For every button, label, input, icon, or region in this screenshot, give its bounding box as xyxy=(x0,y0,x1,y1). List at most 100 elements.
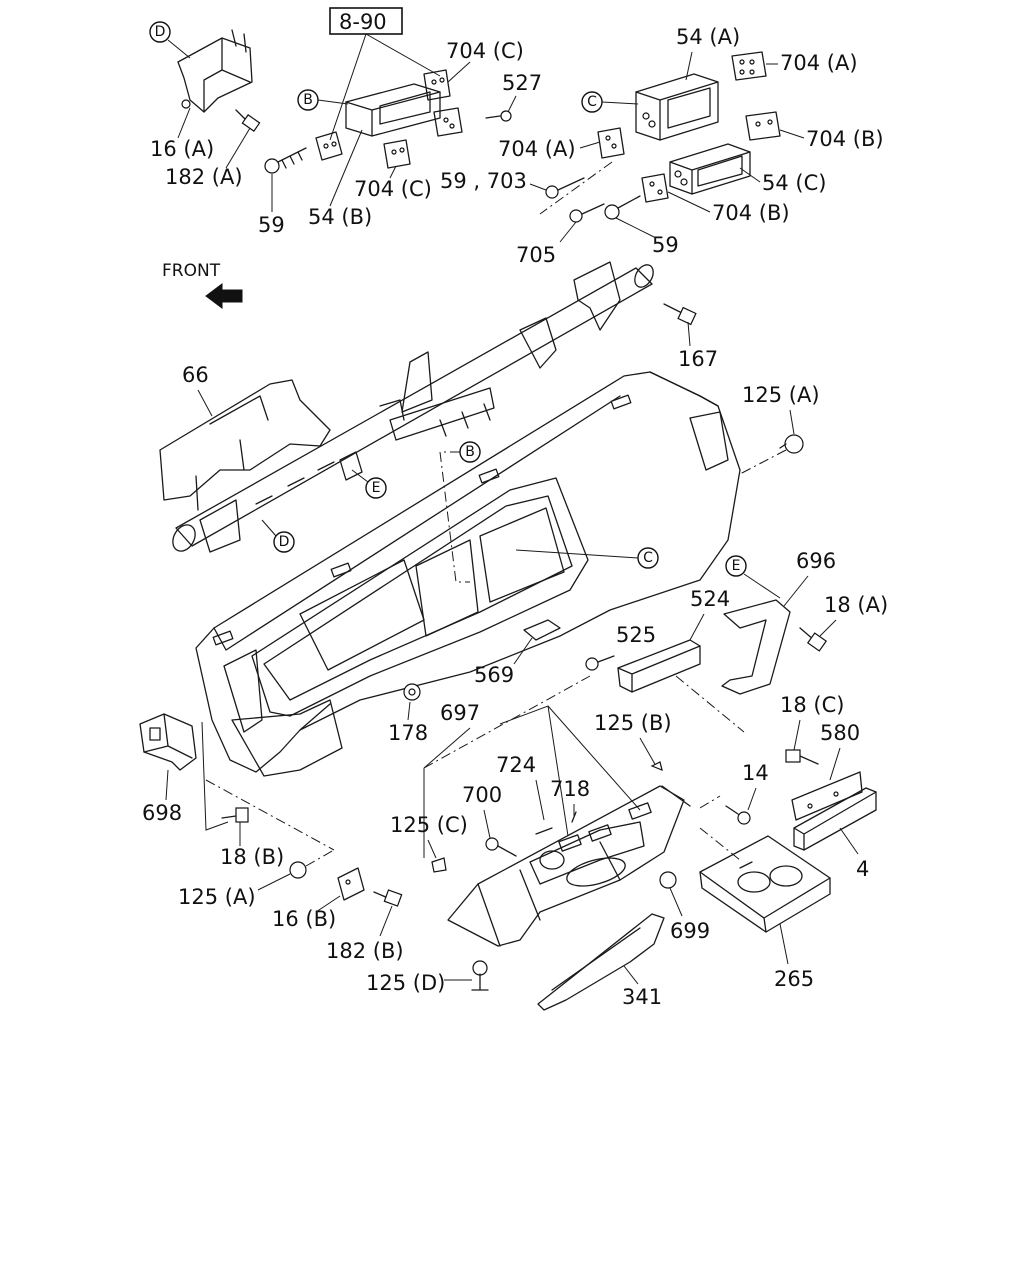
bolt-18c-drawing xyxy=(785,749,819,765)
cross-beam-66-drawing xyxy=(159,261,654,553)
glovebox-lid-341-drawing xyxy=(537,913,665,1011)
bracket-698-drawing xyxy=(139,713,197,771)
label-125d: 125 (D) xyxy=(366,971,445,995)
label-698: 698 xyxy=(142,801,182,825)
bracket-527-drawing xyxy=(433,107,463,137)
bracket-16a-drawing xyxy=(177,29,253,113)
label-16a: 16 (A) xyxy=(150,137,214,161)
label-182a: 182 (A) xyxy=(165,165,243,189)
screw-705-drawing xyxy=(569,203,605,223)
label-18a: 18 (A) xyxy=(824,593,888,617)
screw-525-drawing xyxy=(585,655,615,671)
label-182b: 182 (B) xyxy=(326,939,404,963)
label-524: 524 xyxy=(690,587,730,611)
marker-d-top xyxy=(149,21,171,43)
label-54b: 54 (B) xyxy=(308,205,372,229)
label-700: 700 xyxy=(462,783,502,807)
label-125b: 125 (B) xyxy=(594,711,672,735)
bracket-704c-left-drawing xyxy=(315,131,343,161)
marker-e-left xyxy=(365,477,387,499)
marker-b-panel-label: B xyxy=(465,444,475,460)
label-341: 341 xyxy=(622,985,662,1009)
label-54c: 54 (C) xyxy=(762,171,826,195)
clip-125c-drawing xyxy=(431,857,447,873)
bracket-704c-upper-drawing xyxy=(423,69,451,101)
marker-d-beam xyxy=(273,531,295,553)
bracket-696-drawing xyxy=(721,599,791,695)
label-125a-bottom: 125 (A) xyxy=(178,885,256,909)
screw-14-drawing xyxy=(725,805,751,825)
marker-c-panel-label: C xyxy=(643,550,653,566)
label-14: 14 xyxy=(742,761,769,785)
clip-125a-bottom-drawing xyxy=(289,861,307,879)
label-704c-upper: 704 (C) xyxy=(446,39,524,63)
lid-4-drawing xyxy=(793,787,877,851)
box-54c-drawing xyxy=(669,143,751,195)
reference-label: 8-90 xyxy=(339,10,387,34)
bracket-16b-drawing xyxy=(337,867,365,901)
marker-d-beam-label: D xyxy=(279,534,290,550)
front-label: FRONT xyxy=(162,261,221,281)
label-580: 580 xyxy=(820,721,860,745)
label-59-703: 59 , 703 xyxy=(440,169,527,193)
screw-59-703-drawing xyxy=(545,177,585,199)
bracket-580-drawing xyxy=(791,771,863,821)
label-699: 699 xyxy=(670,919,710,943)
box-54a-drawing xyxy=(635,73,719,141)
marker-e-right xyxy=(725,555,747,577)
bolt-18a-drawing xyxy=(799,627,828,652)
label-59-right: 59 xyxy=(652,233,679,257)
clip-125d-drawing xyxy=(471,960,489,991)
bolt-18b-drawing xyxy=(221,807,249,823)
label-54a: 54 (A) xyxy=(676,25,740,49)
label-18c: 18 (C) xyxy=(780,693,844,717)
label-125a-top: 125 (A) xyxy=(742,383,820,407)
label-16b: 16 (B) xyxy=(272,907,336,931)
bracket-704b-mid-drawing xyxy=(641,173,669,203)
label-125c: 125 (C) xyxy=(390,813,468,837)
lower-panel-697-drawing xyxy=(447,785,691,947)
clip-125a-top-drawing xyxy=(779,434,804,454)
cup-holder-265-drawing xyxy=(699,835,831,933)
label-704a-right: 704 (A) xyxy=(780,51,858,75)
label-704b-mid: 704 (B) xyxy=(712,201,790,225)
reference-box xyxy=(329,7,403,35)
label-167: 167 xyxy=(678,347,718,371)
label-66: 66 xyxy=(182,363,209,387)
bracket-704c-mid-drawing xyxy=(383,139,411,169)
label-525: 525 xyxy=(616,623,656,647)
marker-e-right-label: E xyxy=(732,558,741,574)
nut-699-drawing xyxy=(659,871,677,889)
screw-59-right-drawing xyxy=(604,195,641,220)
label-704c-lower: 704 (C) xyxy=(354,177,432,201)
clip-569-drawing xyxy=(523,619,561,641)
marker-d-top-label: D xyxy=(155,24,166,40)
marker-c-top-label: C xyxy=(587,94,597,110)
bracket-704a-mid-drawing xyxy=(597,127,625,159)
bracket-704b-right-drawing xyxy=(745,111,781,141)
label-696: 696 xyxy=(796,549,836,573)
screw-59-left-drawing xyxy=(264,147,307,174)
marker-b-top-label: B xyxy=(303,92,313,108)
front-arrow-icon xyxy=(205,283,243,309)
bolt-182a-drawing xyxy=(235,109,261,132)
label-59-left: 59 xyxy=(258,213,285,237)
bolt-182b-drawing xyxy=(373,889,403,907)
label-265: 265 xyxy=(774,967,814,991)
label-724: 724 xyxy=(496,753,536,777)
panel-524-drawing xyxy=(617,639,701,693)
label-704b-right: 704 (B) xyxy=(806,127,884,151)
label-569: 569 xyxy=(474,663,514,687)
label-178: 178 xyxy=(388,721,428,745)
screw-527-drawing xyxy=(485,110,512,122)
box-54b-drawing xyxy=(345,83,441,137)
label-697: 697 xyxy=(440,701,480,725)
label-4: 4 xyxy=(856,857,869,881)
marker-e-left-label: E xyxy=(372,480,381,496)
label-18b: 18 (B) xyxy=(220,845,284,869)
screw-700-drawing xyxy=(485,837,517,857)
instrument-panel-drawing xyxy=(195,371,741,777)
nut-178-drawing xyxy=(403,683,421,701)
label-718: 718 xyxy=(550,777,590,801)
